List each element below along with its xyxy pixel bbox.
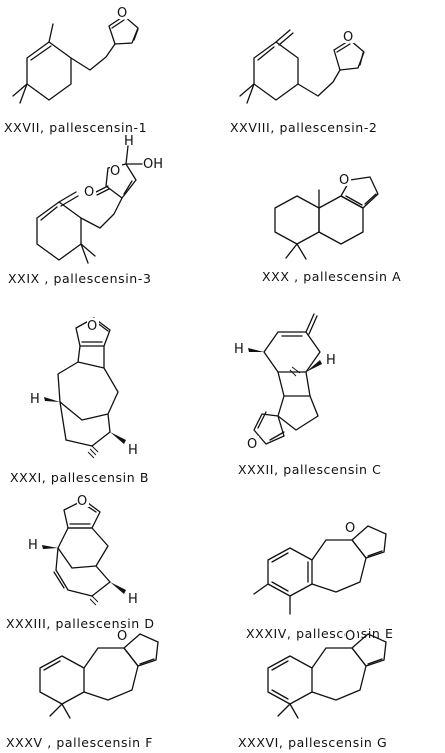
oxygen-atom: O <box>77 494 87 509</box>
oxygen-atom: O <box>339 173 349 188</box>
structure-xxxiii: O H H XXXIII, pallescensin D <box>6 493 155 631</box>
hydrogen-atom: H <box>326 353 336 368</box>
hydrogen-atom: H <box>28 538 38 553</box>
structure-xxxvi: O XXXVI, pallescensin G <box>238 628 387 750</box>
structure-xxx: O XXX , pallescensin A <box>262 172 401 284</box>
oxygen-atom: O <box>117 629 127 644</box>
oxygen-atom: O <box>110 164 120 179</box>
hydroxyl-group: OH <box>143 157 163 172</box>
oxygen-atom: O <box>84 185 94 200</box>
structure-xxviii: O XXVIII, pallescensin-2 <box>230 29 377 135</box>
oxygen-atom: O <box>345 629 355 644</box>
label-xxxi: XXXI, pallescensin B <box>10 470 149 485</box>
label-xxxiv: XXXIV, pallescensin E <box>246 626 393 641</box>
label-xxviii: XXVIII, pallescensin-2 <box>230 120 377 135</box>
label-xxxv: XXXV , pallescensin F <box>6 735 153 750</box>
structure-xxxv: O XXXV , pallescensin F <box>6 628 159 750</box>
structure-xxix: O O H OH XXIX , pallescensin-3 <box>8 134 163 286</box>
structure-xxvii: O XXVII, pallescensin-1 <box>4 5 147 135</box>
oxygen-atom: O <box>117 6 127 21</box>
label-xxxvi: XXXVI, pallescensin G <box>238 735 387 750</box>
hydrogen-atom: H <box>234 342 244 357</box>
oxygen-atom: O <box>247 437 257 452</box>
label-xxx: XXX , pallescensin A <box>262 269 401 284</box>
hydrogen-atom: H <box>124 134 134 149</box>
structure-xxxiv: O XXXIV, pallescensin E <box>246 520 393 641</box>
hydrogen-atom: H <box>128 443 138 458</box>
structure-xxxi: O H H XXXI, pallescensin B <box>10 317 149 485</box>
hydrogen-atom: H <box>128 592 138 607</box>
label-xxix: XXIX , pallescensin-3 <box>8 271 152 286</box>
oxygen-atom: O <box>343 30 353 45</box>
oxygen-atom: O <box>345 521 355 536</box>
label-xxxii: XXXII, pallescensin C <box>238 462 381 477</box>
structure-xxxii: O H H XXXII, pallescensin C <box>234 313 381 477</box>
label-xxxiii: XXXIII, pallescensin D <box>6 616 155 631</box>
label-xxvii: XXVII, pallescensin-1 <box>4 120 147 135</box>
oxygen-atom: O <box>87 319 97 334</box>
hydrogen-atom: H <box>30 392 40 407</box>
